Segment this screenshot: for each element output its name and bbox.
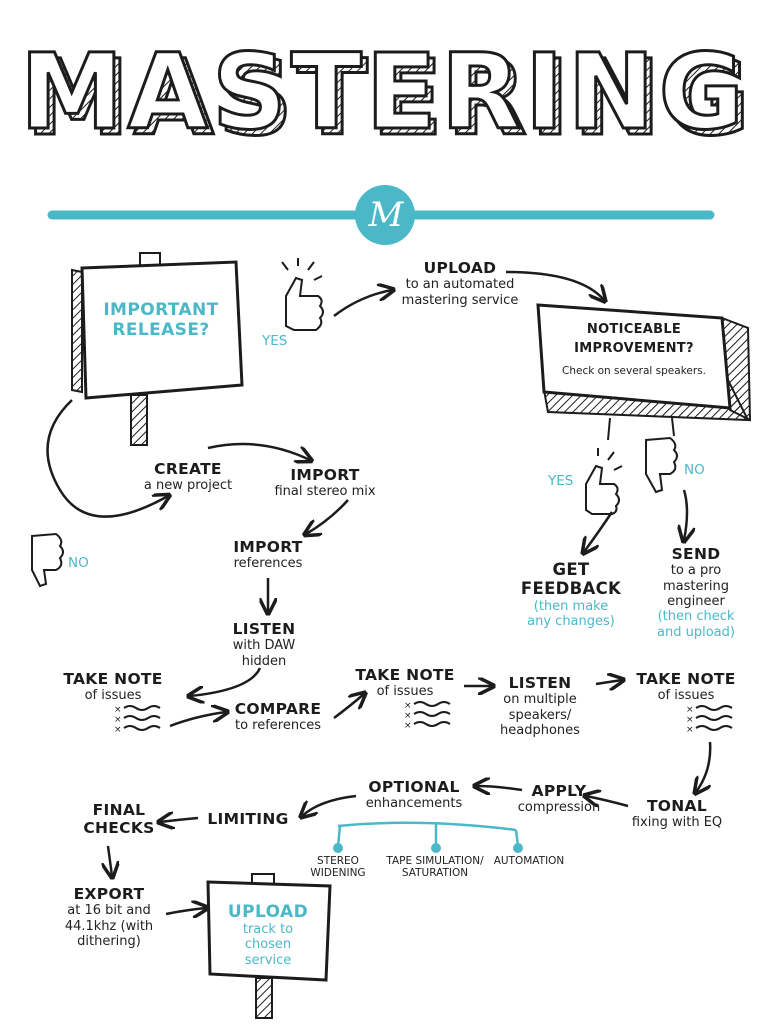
title-lettering: MASTERING MASTERING xyxy=(18,30,754,161)
yes-label: YES xyxy=(262,333,288,349)
import-references-step: IMPORT references xyxy=(233,538,303,572)
svg-text:×: × xyxy=(686,725,694,735)
take-note-step-2: TAKE NOTE of issues xyxy=(355,666,455,700)
enhancement-automation: AUTOMATION xyxy=(493,855,565,867)
no-loop-arrow xyxy=(46,399,169,518)
notes-icon: ××× xyxy=(114,705,161,735)
import-mix-step: IMPORT final stereo mix xyxy=(274,466,376,500)
thumbs-up-icon xyxy=(281,258,324,331)
no-label: NO xyxy=(68,555,89,571)
tonal-step: TONAL fixing with EQ xyxy=(631,797,723,831)
listen-multiple-step: LISTEN on multiple speakers/ headphones xyxy=(500,674,580,738)
svg-text:×: × xyxy=(686,715,694,725)
svg-text:×: × xyxy=(114,715,122,725)
branch-dots xyxy=(333,843,523,853)
svg-text:×: × xyxy=(404,701,412,711)
get-feedback-step: GET FEEDBACK (then make any changes) xyxy=(520,560,622,630)
sign-leg xyxy=(671,417,675,437)
thumbs-up-icon xyxy=(585,448,623,515)
notes-icon: ××× xyxy=(404,701,451,731)
thumbs-down-icon xyxy=(31,532,64,588)
apply-compression-step: APPLY compression xyxy=(517,782,601,816)
logo-m-icon xyxy=(355,185,415,245)
upload-automated-step: UPLOAD to an automated mastering service xyxy=(401,259,519,308)
take-note-step-1: TAKE NOTE of issues xyxy=(63,670,163,704)
enhancement-branches xyxy=(336,821,520,847)
arrow-icon xyxy=(108,270,712,914)
svg-text:×: × xyxy=(404,721,412,731)
send-step: SEND to a pro mastering engineer (then c… xyxy=(657,545,735,640)
yes-label: YES xyxy=(548,473,574,489)
limiting-step: LIMITING xyxy=(207,810,289,828)
export-step: EXPORT at 16 bit and 44.1khz (with dithe… xyxy=(64,885,154,949)
notes-icon: ××× xyxy=(686,705,733,735)
enhancement-tape-saturation: TAPE SIMULATION/SATURATION xyxy=(386,855,484,880)
title-shadow: MASTERING xyxy=(26,37,754,159)
svg-text:×: × xyxy=(114,705,122,715)
logo-letter: M xyxy=(368,195,404,235)
create-step: CREATE a new project xyxy=(143,460,233,494)
thumbs-down-icon xyxy=(645,436,678,494)
improvement-question: NOTICEABLE IMPROVEMENT? Check on several… xyxy=(562,322,706,377)
final-checks-step: FINAL CHECKS xyxy=(83,801,155,838)
optional-enhancements-step: OPTIONAL enhancements xyxy=(365,778,463,812)
svg-text:×: × xyxy=(404,711,412,721)
compare-step: COMPARE to references xyxy=(234,700,322,734)
final-upload-sign xyxy=(206,873,332,1019)
listen-daw-step: LISTEN with DAW hidden xyxy=(232,620,296,669)
improvement-sign xyxy=(536,303,752,441)
title-text: MASTERING xyxy=(20,31,748,153)
svg-text:×: × xyxy=(114,725,122,735)
take-note-step-3: TAKE NOTE of issues xyxy=(636,670,736,704)
divider-with-logo xyxy=(47,185,715,245)
svg-text:×: × xyxy=(686,705,694,715)
no-label: NO xyxy=(684,462,705,478)
upload-final-step: UPLOAD track to chosen service xyxy=(227,902,309,968)
sign-icon xyxy=(71,252,244,446)
